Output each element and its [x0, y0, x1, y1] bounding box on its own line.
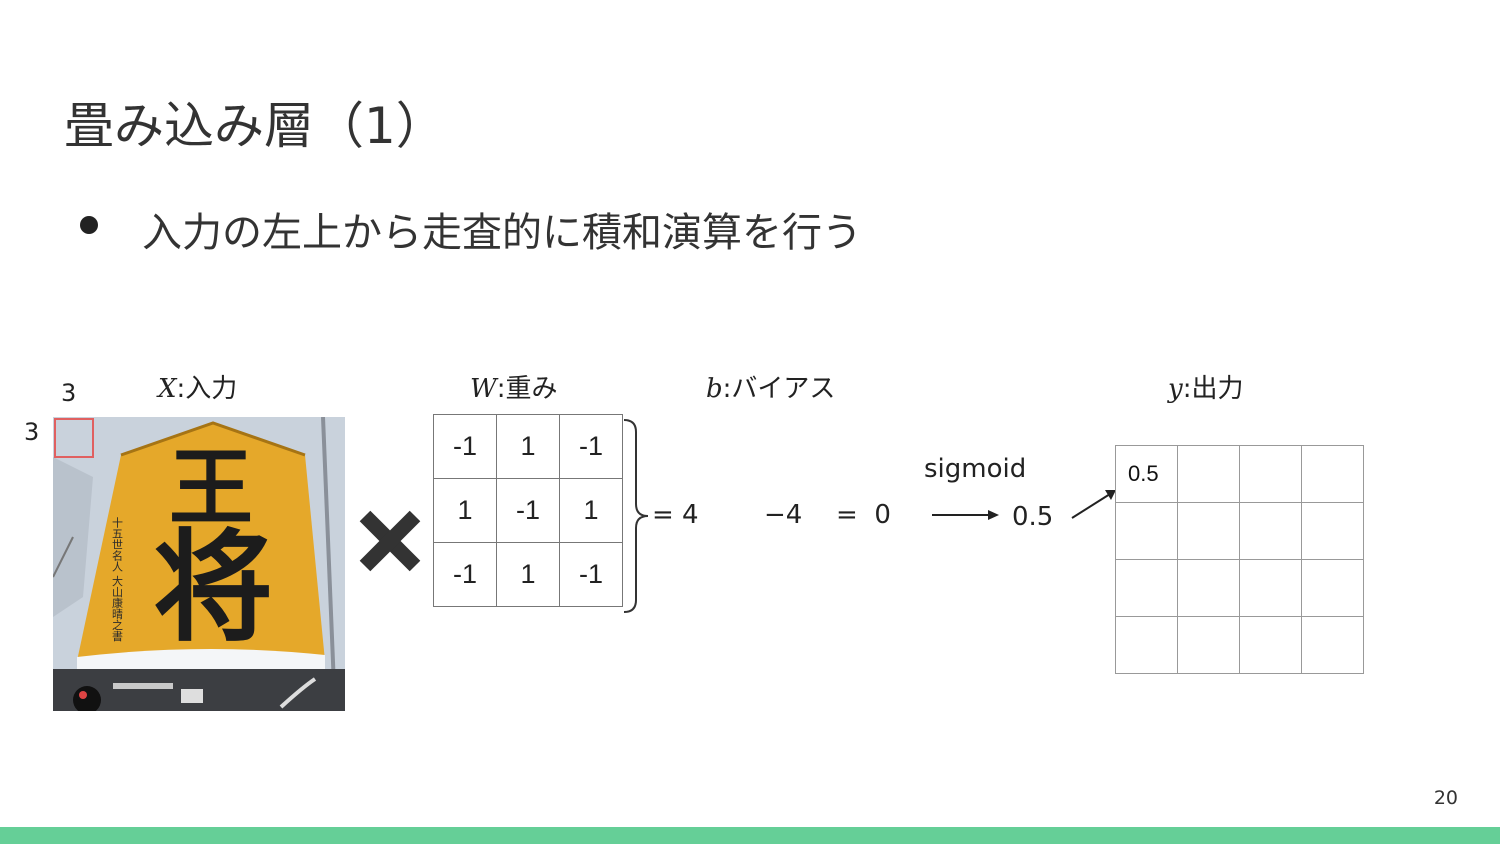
output-cell: [1301, 616, 1364, 674]
footer-bar: [0, 827, 1500, 844]
input-label: X:入力: [158, 374, 238, 404]
output-cell: [1115, 502, 1178, 560]
weight-cell: -1: [559, 414, 623, 479]
output-cell: [1239, 559, 1302, 617]
bullet-dot: [80, 216, 98, 234]
sign-char: 将: [153, 517, 273, 658]
weight-cell: -1: [433, 542, 497, 607]
bias-label: b:バイアス: [706, 374, 836, 404]
page-title: 畳み込み層（1）: [64, 97, 446, 155]
activation-output: 0.5: [1012, 502, 1054, 532]
output-matrix: 0.5: [1115, 445, 1364, 674]
kernel-width-label: 3: [61, 379, 77, 407]
output-cell: [1301, 559, 1364, 617]
weight-cell: -1: [559, 542, 623, 607]
output-row: [1115, 559, 1364, 617]
output-cell: [1115, 559, 1178, 617]
sign-side-text: 十五世名人 大山康晴之書: [111, 516, 124, 642]
bias-var: b: [706, 374, 723, 404]
input-var: X: [158, 374, 177, 404]
output-cell: [1301, 502, 1364, 560]
activation-name: sigmoid: [924, 454, 1027, 484]
weight-matrix: -1 1 -1 1 -1 1 -1 1 -1: [433, 414, 623, 607]
input-label-text: 入力: [185, 374, 238, 404]
output-row: [1115, 616, 1364, 674]
output-cell: [1115, 616, 1178, 674]
bullet-text: 入力の左上から走査的に積和演算を行う: [142, 210, 862, 256]
output-label-text: 出力: [1191, 374, 1244, 404]
kernel-window-highlight: [54, 418, 94, 458]
weight-cell: -1: [433, 414, 497, 479]
bias-result: = 0: [836, 500, 891, 530]
arrow-right-icon: [932, 507, 1000, 527]
bias-label-text: バイアス: [731, 374, 836, 404]
kernel-height-label: 3: [24, 418, 40, 446]
weighted-sum: = 4: [652, 500, 699, 530]
output-cell: 0.5: [1115, 445, 1178, 503]
curly-brace-icon: [622, 418, 652, 618]
output-cell: [1301, 445, 1364, 503]
multiply-icon: [357, 508, 423, 578]
output-row: 0.5: [1115, 445, 1364, 503]
output-cell: [1177, 445, 1240, 503]
output-cell: [1177, 559, 1240, 617]
weight-var: W: [470, 374, 497, 404]
weight-row: 1 -1 1: [433, 478, 623, 543]
bias-value: −4: [764, 500, 803, 530]
weight-cell: 1: [433, 478, 497, 543]
output-cell: [1239, 616, 1302, 674]
output-cell: [1177, 616, 1240, 674]
output-cell: [1239, 502, 1302, 560]
weight-cell: -1: [496, 478, 560, 543]
weight-cell: 1: [496, 414, 560, 479]
input-photo: 王 将 十五世名人 大山康晴之書: [53, 417, 345, 711]
weight-label: W:重み: [470, 374, 558, 404]
weight-row: -1 1 -1: [433, 542, 623, 607]
output-row: [1115, 502, 1364, 560]
output-label: y:出力: [1168, 374, 1244, 404]
output-var: y: [1168, 374, 1183, 404]
output-cell: [1239, 445, 1302, 503]
arrow-diagonal-icon: [1070, 488, 1118, 526]
weight-row: -1 1 -1: [433, 414, 623, 479]
sign-char: 王: [169, 438, 253, 537]
weight-label-text: 重み: [505, 374, 558, 404]
weight-cell: 1: [559, 478, 623, 543]
page-number: 20: [1433, 787, 1458, 809]
output-cell: [1177, 502, 1240, 560]
shogi-sign-illustration: 王 将 十五世名人 大山康晴之書: [53, 417, 345, 711]
weight-cell: 1: [496, 542, 560, 607]
